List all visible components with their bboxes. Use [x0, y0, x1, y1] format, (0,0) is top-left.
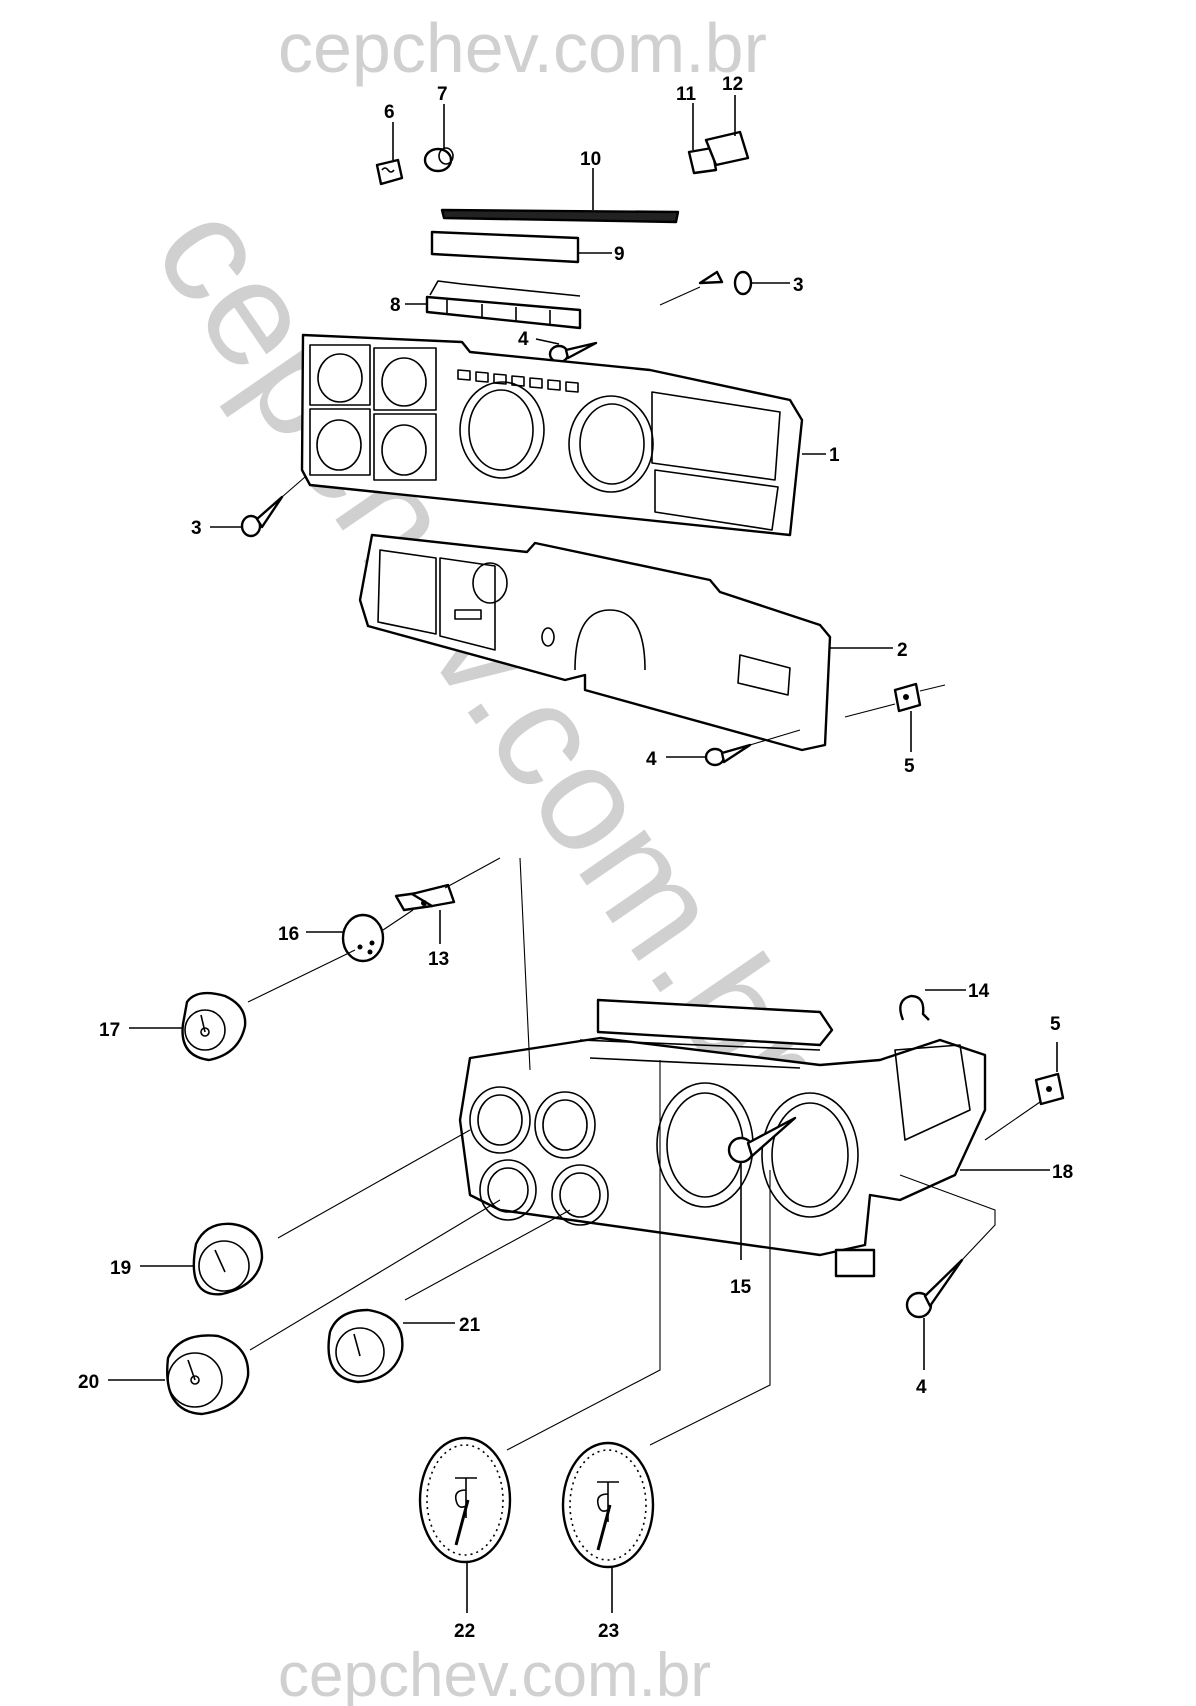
callout-3-left: 3 — [191, 518, 202, 539]
callout-1: 1 — [829, 445, 840, 466]
callout-6: 6 — [384, 102, 395, 123]
part-18-housing — [458, 998, 987, 1278]
callout-23: 23 — [598, 1621, 619, 1642]
part-14-clip — [899, 994, 930, 1021]
part-13-bracket — [394, 883, 456, 912]
callout-7: 7 — [437, 84, 448, 105]
callout-19: 19 — [110, 1258, 131, 1279]
part-4-screw-upper — [548, 341, 598, 364]
callout-20: 20 — [78, 1372, 99, 1393]
part-2-panel — [358, 533, 832, 752]
callout-4-mid: 4 — [646, 749, 657, 770]
part-6-bulb — [375, 158, 404, 186]
part-20-gauge — [166, 1334, 250, 1416]
callout-11: 11 — [676, 84, 697, 105]
callout-13: 13 — [428, 949, 449, 970]
part-5-nut-lower — [1034, 1072, 1065, 1106]
part-3-screw-left — [240, 495, 284, 538]
part-4-screw-lower — [905, 1258, 964, 1319]
callout-21: 21 — [459, 1315, 481, 1336]
callout-14: 14 — [968, 981, 990, 1002]
part-15-screw — [727, 1116, 797, 1164]
callout-5-lower: 5 — [1050, 1014, 1061, 1035]
callout-9: 9 — [614, 244, 625, 265]
callout-16: 16 — [278, 924, 299, 945]
part-7-socket — [423, 147, 454, 173]
part-4-screw-mid — [704, 743, 752, 767]
callout-5-upper: 5 — [904, 756, 915, 777]
part-21-gauge — [327, 1308, 404, 1384]
callout-4-upper: 4 — [518, 329, 529, 350]
part-19-gauge — [192, 1222, 264, 1296]
part-11-12-clips — [687, 130, 750, 175]
part-17-gauge — [181, 991, 247, 1062]
callout-10: 10 — [580, 149, 601, 170]
callout-15: 15 — [730, 1277, 752, 1298]
part-1-bezel — [300, 333, 804, 537]
callout-18: 18 — [1052, 1162, 1073, 1183]
callout-8: 8 — [390, 295, 401, 316]
part-22-speedometer — [418, 1436, 512, 1564]
watermark-top: cepchev.com.br — [278, 9, 767, 87]
callout-4-lower: 4 — [916, 1377, 927, 1398]
part-3-screw — [698, 270, 753, 296]
callout-3-top: 3 — [793, 275, 804, 296]
part-16-plate — [341, 913, 385, 963]
callout-12: 12 — [722, 74, 743, 95]
part-9-lens — [430, 230, 580, 264]
part-10-strip — [440, 208, 680, 224]
part-5-nut-upper — [893, 682, 922, 713]
watermark-bottom: cepchev.com.br — [278, 1641, 711, 1706]
part-8-bracket — [425, 280, 582, 330]
callout-22: 22 — [454, 1621, 475, 1642]
callout-17: 17 — [99, 1020, 120, 1041]
callout-2: 2 — [897, 640, 908, 661]
guide-line — [519, 857, 531, 1071]
part-23-tachometer — [561, 1441, 655, 1569]
